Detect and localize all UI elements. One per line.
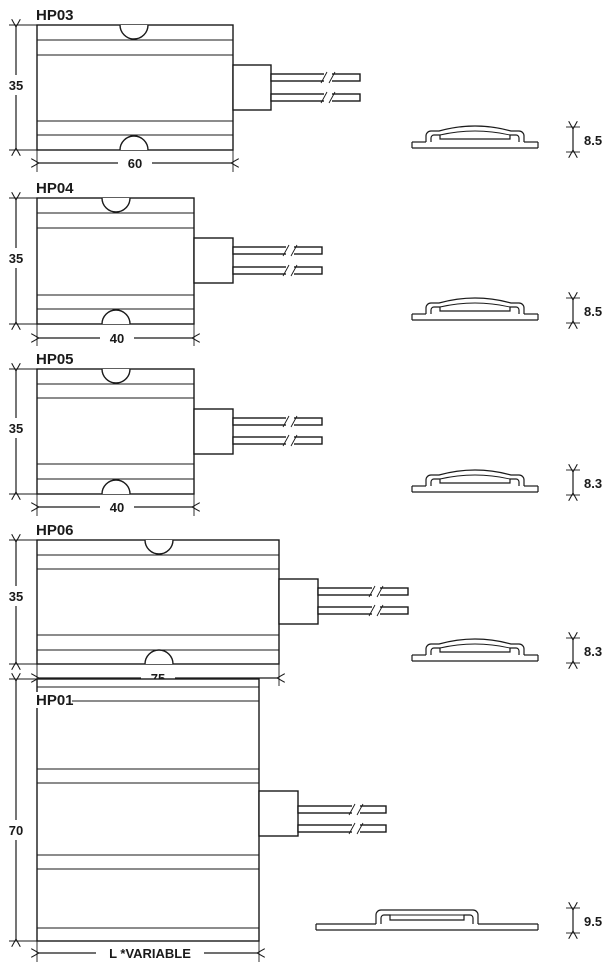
model-label-overlay: HP01 xyxy=(36,692,74,709)
thickness-dimension: 8.3 xyxy=(584,476,602,491)
side-profile xyxy=(411,638,539,662)
heater-hp03: HP03 35 60 xyxy=(3,7,602,172)
width-dimension: 60 xyxy=(128,156,142,171)
model-label: HP06 xyxy=(36,522,74,539)
lead-wire xyxy=(232,417,323,426)
heater-body xyxy=(36,24,234,151)
width-dimension: L *VARIABLE xyxy=(109,946,191,961)
height-dimension: 70 xyxy=(9,823,23,838)
heater-hp01: HP01 HP01 70 L *VARIABLE xyxy=(3,679,602,962)
thickness-dimension: 8.3 xyxy=(584,644,602,659)
top-notch xyxy=(119,24,149,40)
side-profile xyxy=(411,125,539,149)
height-dimension: 35 xyxy=(9,78,23,93)
width-dimension: 40 xyxy=(110,500,124,515)
lead-wire xyxy=(317,606,409,615)
heater-body xyxy=(36,678,260,942)
heater-body xyxy=(36,368,195,495)
top-notch xyxy=(101,197,131,213)
lead-wire xyxy=(232,436,323,445)
thickness-dimension: 8.5 xyxy=(584,133,602,148)
lead-wire xyxy=(232,246,323,255)
lead-wire xyxy=(270,93,361,102)
lead-wire xyxy=(297,824,387,833)
heater-body xyxy=(36,539,280,665)
lead-wire xyxy=(317,587,409,596)
heater-body xyxy=(36,197,195,325)
lead-wire xyxy=(270,73,361,82)
heater-hp05: HP05 35 40 xyxy=(3,351,602,516)
lead-wire xyxy=(297,805,387,814)
cable-gland xyxy=(193,408,234,455)
model-label: HP03 xyxy=(36,7,74,24)
lead-wire xyxy=(232,266,323,275)
heater-hp04: HP04 35 40 xyxy=(3,180,602,347)
cable-gland xyxy=(278,578,319,625)
bottom-notch xyxy=(119,135,149,151)
bottom-notch xyxy=(101,309,131,325)
height-dimension: 35 xyxy=(9,421,23,436)
side-profile xyxy=(411,469,539,493)
bottom-notch xyxy=(101,479,131,495)
height-dimension: 35 xyxy=(9,589,23,604)
cable-gland xyxy=(232,64,272,111)
cable-gland xyxy=(193,237,234,284)
heater-hp06: HP06 35 75 xyxy=(3,522,602,687)
side-profile xyxy=(315,909,539,931)
top-notch xyxy=(144,539,174,555)
thickness-dimension: 9.5 xyxy=(584,914,602,929)
cable-gland xyxy=(258,790,299,837)
width-dimension: 40 xyxy=(110,331,124,346)
model-label: HP05 xyxy=(36,351,74,368)
top-notch xyxy=(101,368,131,384)
height-dimension: 35 xyxy=(9,251,23,266)
thickness-dimension: 8.5 xyxy=(584,304,602,319)
model-label: HP04 xyxy=(36,180,74,197)
side-profile xyxy=(411,297,539,321)
